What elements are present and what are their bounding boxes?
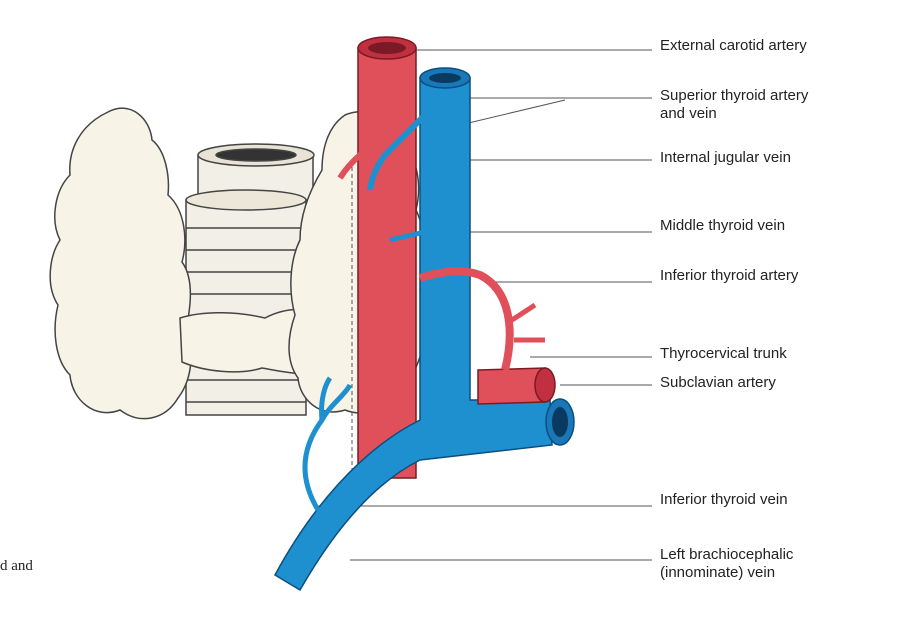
carotid-artery — [358, 37, 416, 478]
label-superior-thyroid-vein: and vein — [660, 105, 717, 123]
label-thyrocervical-trunk: Thyrocervical trunk — [660, 345, 787, 363]
label-internal-jugular-vein: Internal jugular vein — [660, 149, 791, 167]
label-middle-thyroid-vein: Middle thyroid vein — [660, 217, 785, 235]
subclavian-artery — [478, 368, 555, 404]
caption-fragment: d and — [0, 558, 33, 575]
label-external-carotid-artery: External carotid artery — [660, 37, 807, 55]
label-subclavian-artery: Subclavian artery — [660, 374, 776, 392]
thyroid-left-lobe — [50, 108, 191, 418]
label-inferior-thyroid-vein: Inferior thyroid vein — [660, 491, 788, 509]
label-inferior-thyroid-artery: Inferior thyroid artery — [660, 267, 798, 285]
label-superior-thyroid-artery: Superior thyroid artery — [660, 87, 808, 105]
label-left-brachiocephalic: Left brachiocephalic — [660, 546, 793, 564]
label-innominate-vein: (innominate) vein — [660, 564, 775, 582]
